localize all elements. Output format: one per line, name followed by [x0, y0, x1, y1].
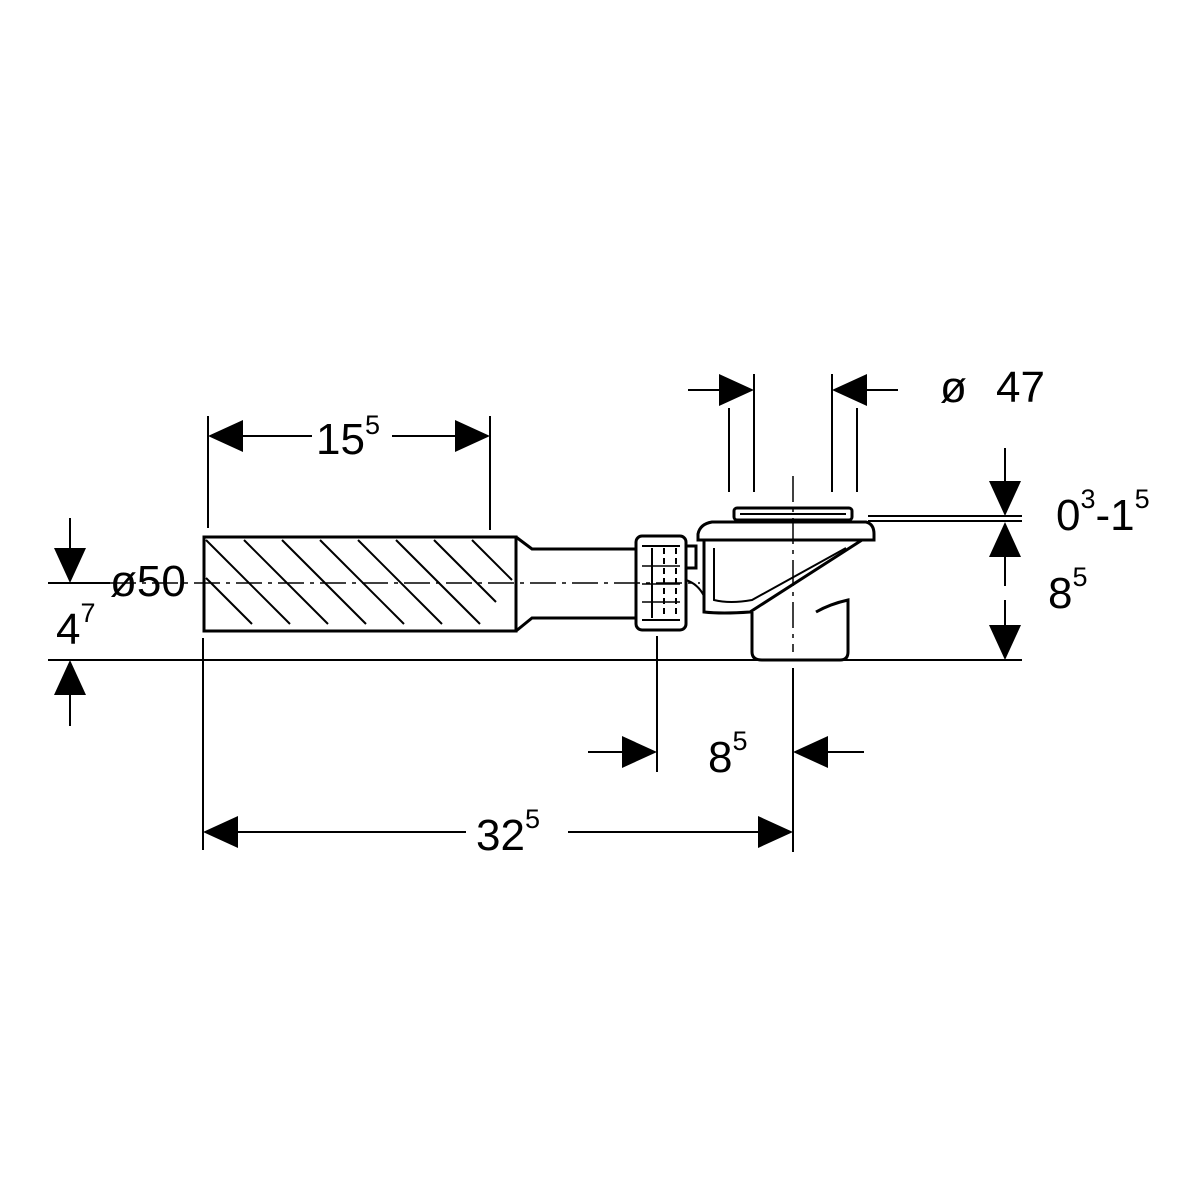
- centerlines: [110, 476, 794, 652]
- overall-length-value: 32: [476, 811, 525, 860]
- flange-range-max-decimal: 5: [1135, 484, 1150, 514]
- trap-bowl: [702, 538, 868, 615]
- svg-text:03-15: 03-15: [1056, 484, 1150, 540]
- dimension-labels: 155 ø50 47 325 85 ø 47 03-15 85: [56, 363, 1150, 860]
- svg-text:155: 155: [316, 410, 380, 464]
- insulated-pipe-section: [202, 535, 518, 633]
- svg-text:85: 85: [1048, 562, 1088, 618]
- dimension-lines: [54, 374, 1021, 848]
- trap-body: [685, 506, 876, 662]
- flange-range-min: 0: [1056, 491, 1080, 540]
- centerline-height-value: 4: [56, 605, 80, 654]
- trap-outlet: [750, 598, 850, 662]
- pipe-hatching: [205, 539, 513, 625]
- pipe-length-decimal: 5: [365, 410, 380, 440]
- svg-text:85: 85: [708, 726, 748, 782]
- outlet-offset-decimal: 5: [732, 726, 747, 756]
- flange-range-max: -1: [1096, 491, 1135, 540]
- arrow-right: [455, 420, 490, 452]
- flange-range-min-decimal: 3: [1080, 484, 1095, 514]
- pipe-length-value: 15: [316, 415, 365, 464]
- grate-diameter-value: 47: [996, 363, 1045, 412]
- centerline-height-decimal: 7: [80, 598, 95, 628]
- outlet-offset-value: 8: [708, 733, 732, 782]
- trap-height-decimal: 5: [1072, 562, 1087, 592]
- svg-text:47: 47: [56, 598, 96, 654]
- overall-length-decimal: 5: [525, 804, 540, 834]
- pipe-diameter-label: ø50: [110, 557, 186, 606]
- trap-flange: [696, 520, 876, 542]
- svg-text:325: 325: [476, 804, 540, 860]
- trap-height-value: 8: [1048, 569, 1072, 618]
- pipe-taper: [515, 535, 636, 551]
- grate-diameter-symbol: ø: [940, 363, 967, 412]
- extension-lines: [48, 374, 1022, 852]
- arrow-left: [208, 420, 243, 452]
